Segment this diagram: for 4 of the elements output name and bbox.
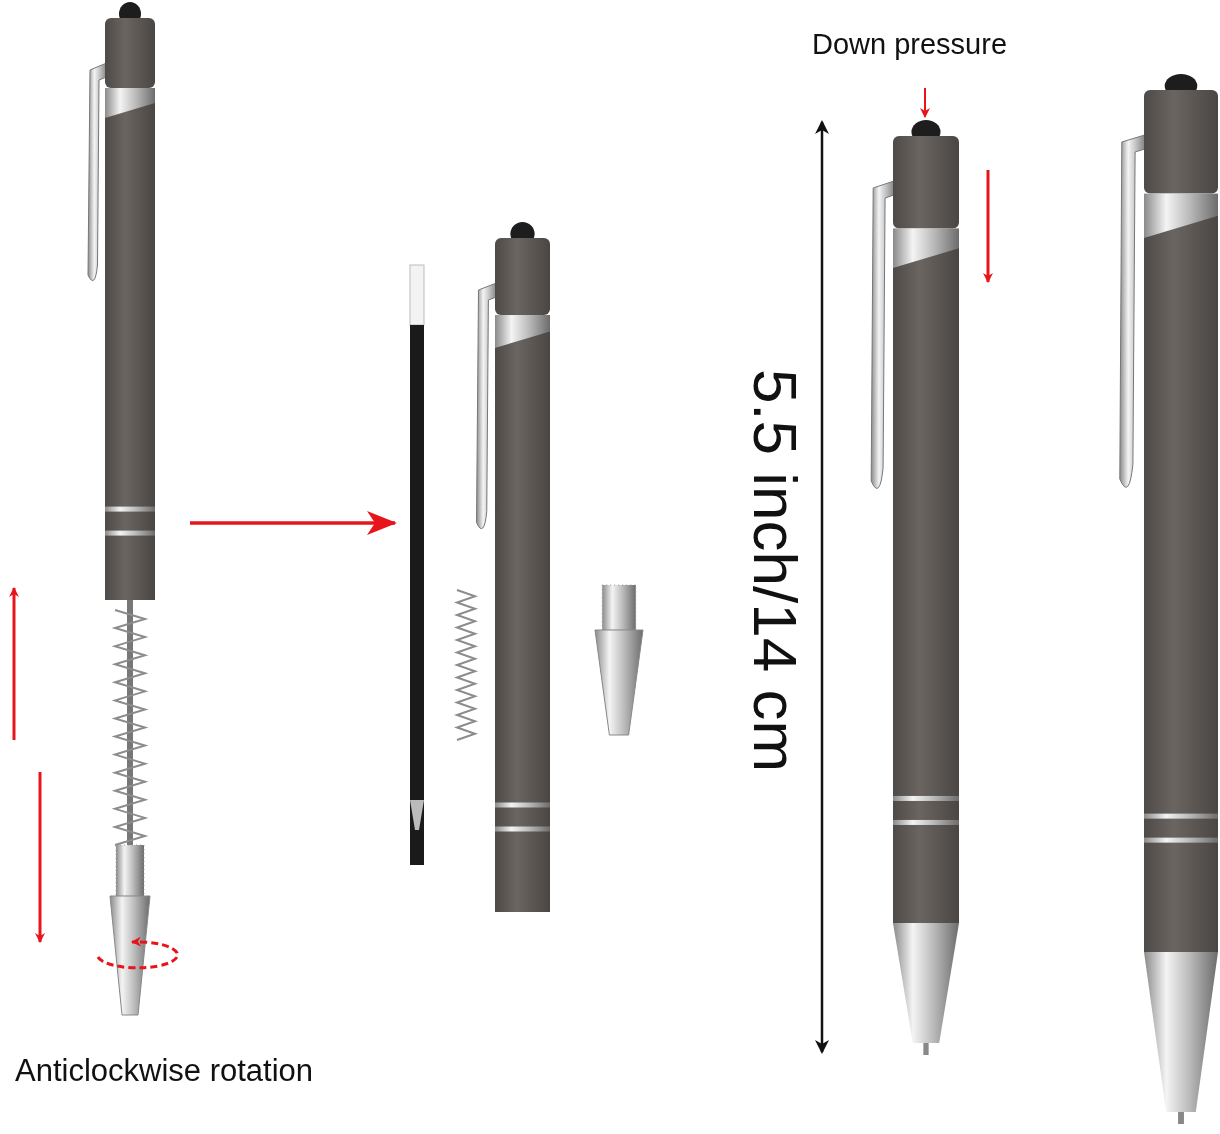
arrow (190, 511, 397, 535)
dimension-label: 5.5 inch/14 cm (739, 368, 811, 772)
annotation-label: Down pressure (812, 28, 1008, 61)
annotation-label: Anticlockwise rotation (15, 1053, 314, 1089)
